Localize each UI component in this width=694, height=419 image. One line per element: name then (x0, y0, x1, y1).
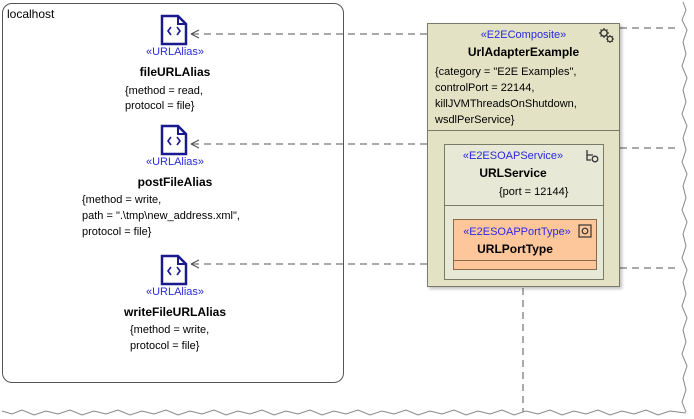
alias-name: writeFileURLAlias (123, 305, 227, 319)
porttype-name: URLPortType (477, 242, 553, 256)
alias-stereotype: «URLAlias» (145, 156, 205, 168)
alias-stereotype: «URLAlias» (145, 286, 205, 298)
localhost-label: localhost (7, 7, 55, 21)
alias-tag-line: protocol = file} (82, 226, 152, 238)
service-divider (445, 205, 603, 206)
composite-node[interactable]: «E2EComposite» UrlAdapterExample {catego… (427, 23, 620, 287)
document-icon (160, 254, 188, 286)
alias-name: fileURLAlias (139, 65, 211, 79)
alias-name: postFileAlias (137, 175, 213, 189)
service-tag-line: {port = 12144} (499, 186, 569, 198)
porttype-node[interactable]: «E2ESOAPPortType» URLPortType (453, 219, 597, 270)
interface-icon (578, 224, 592, 238)
porttype-divider (454, 260, 596, 261)
service-stereotype: «E2ESOAPService» (462, 150, 564, 162)
alias-tag-line: {method = write, (82, 194, 162, 206)
alias-tag-line: {method = read, (125, 85, 203, 97)
composite-tag-line: killJVMThreadsOnShutdown, (435, 98, 577, 110)
service-name: URLService (479, 166, 547, 180)
service-icon (586, 150, 599, 163)
alias-tag-line: path = ".\tmp\new_address.xml", (82, 210, 240, 222)
alias-tag-line: protocol = file} (130, 340, 200, 352)
document-icon (160, 124, 188, 156)
service-node[interactable]: «E2ESOAPService» URLService {port = 1214… (444, 144, 604, 280)
composite-divider (428, 130, 619, 131)
composite-tag-line: controlPort = 22144, (435, 82, 535, 94)
composite-stereotype: «E2EComposite» (480, 29, 567, 41)
torn-edge-bottom (1, 409, 687, 416)
composite-tag-line: {category = "E2E Examples", (435, 66, 577, 78)
localhost-node[interactable]: localhost (2, 3, 344, 383)
gear-composite-icon (599, 28, 614, 43)
torn-edge-right (681, 1, 688, 413)
porttype-stereotype: «E2ESOAPPortType» (463, 226, 571, 238)
alias-tag-line: protocol = file} (125, 100, 195, 112)
alias-tag-line: {method = write, (130, 324, 210, 336)
composite-name: UrlAdapterExample (467, 45, 580, 59)
alias-stereotype: «URLAlias» (145, 46, 205, 58)
document-icon (160, 14, 188, 46)
composite-tag-line: wsdlPerService} (435, 114, 515, 126)
